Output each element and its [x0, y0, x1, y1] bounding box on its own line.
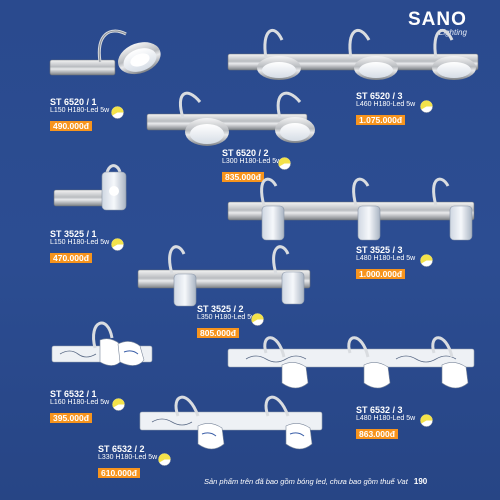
led-badge-icon — [420, 414, 433, 427]
product-model: ST 3525 / 3 — [356, 245, 403, 255]
product-model: ST 6520 / 2 — [222, 148, 269, 158]
product-st-6532-2[interactable]: ST 6532 / 2 L330 H180-Led 5w 610.000đ — [98, 444, 171, 478]
wall-lamp-icon — [136, 242, 316, 308]
wall-lamp-icon — [138, 392, 328, 462]
product-st-6520-3[interactable]: ST 6520 / 3 L460 H180-Led 5w 1.075.000đ — [356, 91, 433, 125]
product-price: 835.000đ — [222, 172, 264, 182]
product-spec: L300 H180-Led 5w — [222, 158, 282, 165]
product-price: 610.000đ — [98, 468, 140, 478]
product-spec: L350 H180-Led 5w — [197, 314, 257, 321]
product-st-6532-3[interactable]: ST 6532 / 3 L480 H180-Led 5w 863.000đ — [356, 405, 433, 439]
led-badge-icon — [278, 157, 291, 170]
wall-lamp-icon — [145, 88, 315, 150]
product-model: ST 6532 / 3 — [356, 405, 403, 415]
page-number: 190 — [413, 477, 428, 486]
led-badge-icon — [111, 238, 124, 251]
footer-note: Sản phẩm trên đã bao gồm bóng led, chưa … — [204, 477, 408, 486]
brand-subtitle: Lighting — [438, 28, 467, 37]
product-model: ST 6532 / 1 — [50, 389, 97, 399]
wall-lamp-icon — [226, 172, 478, 244]
product-spec: L480 H180-Led 5w — [356, 415, 416, 422]
footer: Sản phẩm trên đã bao gồm bóng led, chưa … — [204, 477, 427, 486]
product-spec: L150 H180-Led 5w — [50, 239, 110, 246]
led-badge-icon — [420, 100, 433, 113]
brand-logo: SANO Lighting — [408, 10, 467, 37]
product-model: ST 6520 / 3 — [356, 91, 403, 101]
led-badge-icon — [420, 254, 433, 267]
product-price: 805.000đ — [197, 328, 239, 338]
product-spec: L150 H180-Led 5w — [50, 107, 110, 114]
product-price: 1.075.000đ — [356, 115, 406, 125]
product-model: ST 6532 / 2 — [98, 444, 145, 454]
led-badge-icon — [112, 398, 125, 411]
product-model: ST 6520 / 1 — [50, 97, 97, 107]
product-st-3525-2[interactable]: ST 3525 / 2 L350 H180-Led 5w 805.000đ — [197, 304, 264, 338]
wall-lamp-icon — [226, 335, 478, 401]
product-spec: L160 H180-Led 5w — [50, 399, 110, 406]
wall-lamp-icon — [226, 24, 480, 84]
product-st-3525-3[interactable]: ST 3525 / 3 L480 H180-Led 5w 1.000.000đ — [356, 245, 433, 279]
product-price: 1.000.000đ — [356, 269, 406, 279]
product-model: ST 3525 / 2 — [197, 304, 244, 314]
product-price: 490.000đ — [50, 121, 92, 131]
wall-lamp-icon — [52, 158, 134, 220]
wall-lamp-icon — [50, 316, 160, 384]
led-badge-icon — [158, 453, 171, 466]
product-spec: L330 H180-Led 5w — [98, 454, 158, 461]
wall-lamp-icon — [48, 22, 168, 92]
brand-name: SANO — [408, 9, 467, 30]
product-spec: L480 H180-Led 5w — [356, 255, 416, 262]
product-price: 470.000đ — [50, 253, 92, 263]
product-st-3525-1[interactable]: ST 3525 / 1 L150 H180-Led 5w 470.000đ — [50, 229, 124, 263]
product-st-6520-2[interactable]: ST 6520 / 2 L300 H180-Led 5w 835.000đ — [222, 148, 291, 182]
led-badge-icon — [251, 313, 264, 326]
product-st-6520-1[interactable]: ST 6520 / 1 L150 H180-Led 5w 490.000đ — [50, 97, 124, 131]
product-price: 395.000đ — [50, 413, 92, 423]
product-model: ST 3525 / 1 — [50, 229, 97, 239]
product-st-6532-1[interactable]: ST 6532 / 1 L160 H180-Led 5w 395.000đ — [50, 389, 125, 423]
product-spec: L460 H180-Led 5w — [356, 101, 416, 108]
led-badge-icon — [111, 106, 124, 119]
product-price: 863.000đ — [356, 429, 398, 439]
